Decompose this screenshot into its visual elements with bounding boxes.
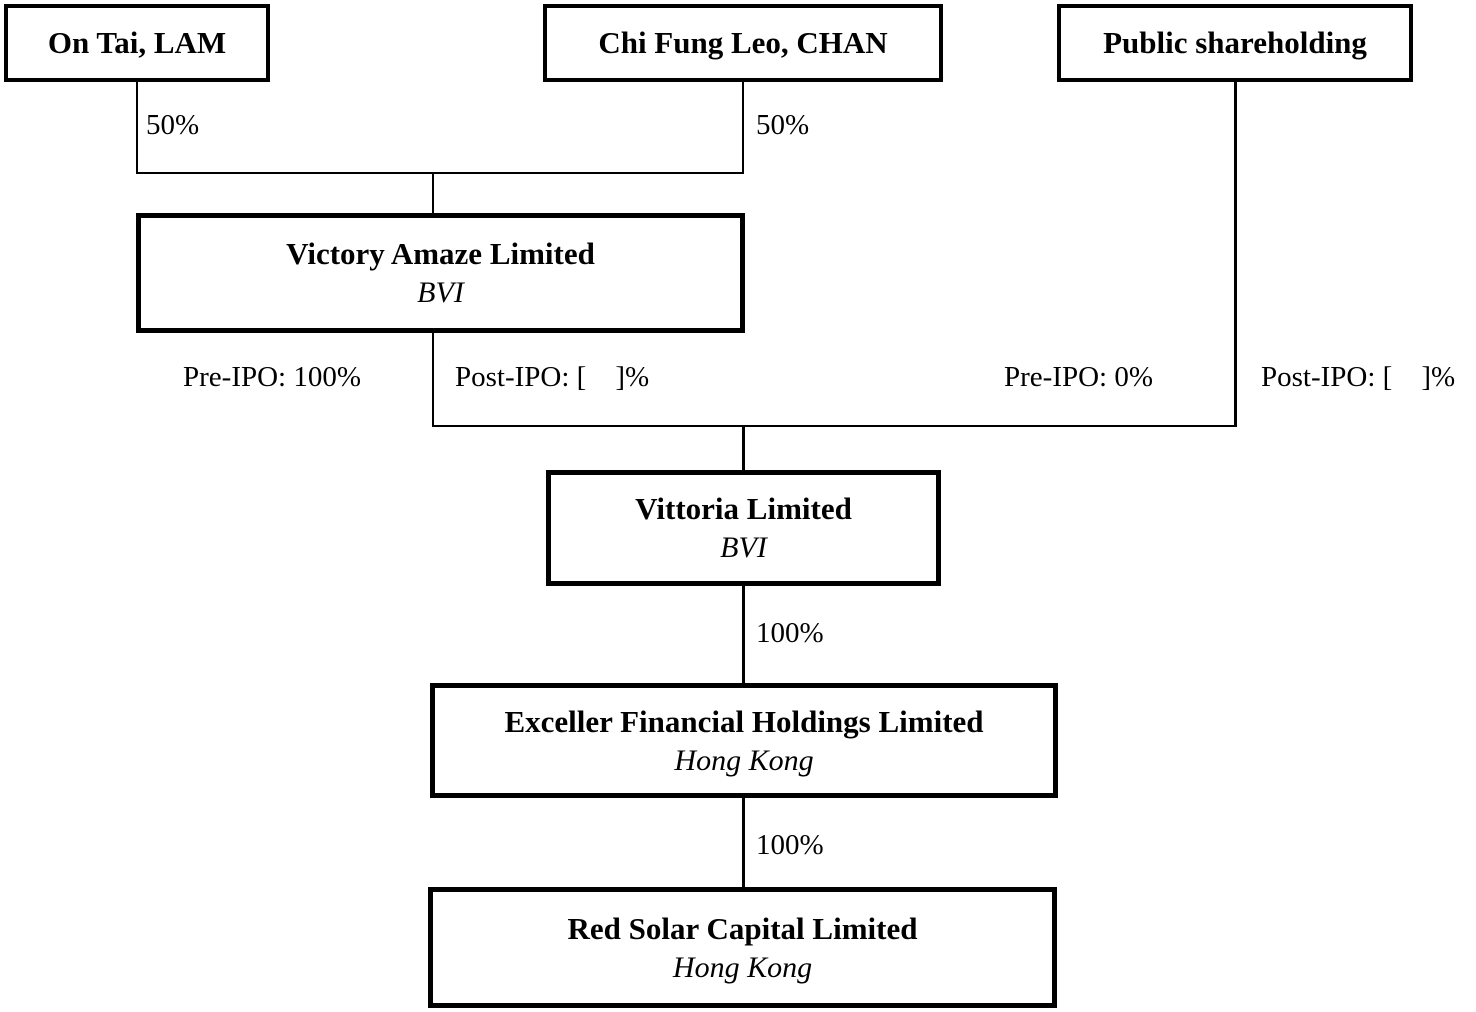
- connector-into-vittoria: [742, 427, 745, 470]
- label-public-pre-ipo: Pre-IPO: 0%: [1004, 361, 1154, 393]
- label-exceller-stake: 100%: [756, 829, 824, 861]
- node-title: Victory Amaze Limited: [286, 236, 595, 272]
- node-chi-fung-leo-chan: Chi Fung Leo, CHAN: [543, 4, 943, 82]
- connector-vittoria-to-exceller: [742, 586, 745, 683]
- node-exceller-financial-holdings: Exceller Financial Holdings Limited Hong…: [430, 683, 1058, 798]
- node-title: Chi Fung Leo, CHAN: [598, 25, 888, 61]
- node-vittoria-limited: Vittoria Limited BVI: [546, 470, 941, 586]
- connector-ipo-horizontal: [432, 425, 1237, 427]
- connector-exceller-to-redsolar: [742, 798, 745, 887]
- connector-lam-down: [136, 82, 138, 173]
- label-vittoria-stake: 100%: [756, 617, 824, 649]
- label-public-post-ipo: Post-IPO: [ ]%: [1261, 361, 1456, 393]
- node-title: Public shareholding: [1103, 25, 1367, 61]
- node-jurisdiction: BVI: [720, 531, 767, 565]
- connector-into-victory: [432, 172, 434, 213]
- label-victory-pre-ipo: Pre-IPO: 100%: [183, 361, 362, 393]
- node-public-shareholding: Public shareholding: [1057, 4, 1413, 82]
- label-chan-stake: 50%: [756, 109, 810, 141]
- node-title: Vittoria Limited: [635, 491, 852, 527]
- node-title: Exceller Financial Holdings Limited: [504, 703, 984, 739]
- node-title: Red Solar Capital Limited: [567, 910, 918, 946]
- connector-public-down: [1234, 82, 1237, 427]
- node-title: On Tai, LAM: [47, 25, 227, 61]
- node-red-solar-capital: Red Solar Capital Limited Hong Kong: [428, 887, 1057, 1008]
- connector-top-horizontal: [136, 172, 744, 174]
- connector-victory-down: [432, 333, 434, 427]
- node-jurisdiction: BVI: [417, 276, 464, 310]
- label-lam-stake: 50%: [146, 109, 200, 141]
- node-victory-amaze-limited: Victory Amaze Limited BVI: [136, 213, 745, 333]
- connector-chan-down: [742, 82, 744, 173]
- node-jurisdiction: Hong Kong: [674, 743, 814, 777]
- node-jurisdiction: Hong Kong: [672, 950, 813, 984]
- node-on-tai-lam: On Tai, LAM: [4, 4, 270, 82]
- label-victory-post-ipo: Post-IPO: [ ]%: [455, 361, 650, 393]
